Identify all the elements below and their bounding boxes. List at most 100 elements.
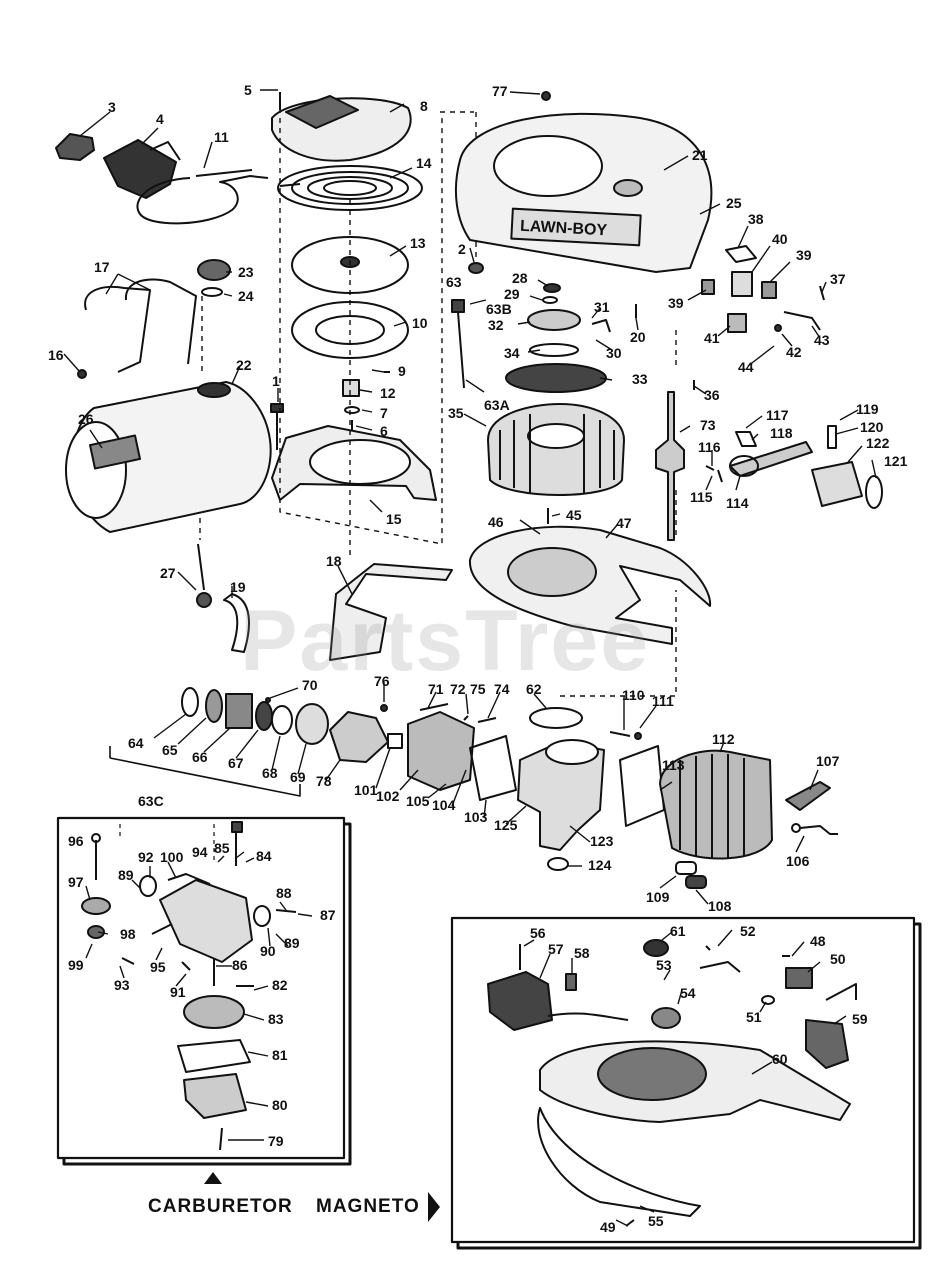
carburetor-arrow-icon <box>204 1172 222 1184</box>
callout-56: 56 <box>530 925 546 941</box>
callout-63B: 63B <box>486 301 512 317</box>
callout-55: 55 <box>648 1213 664 1229</box>
callout-74: 74 <box>494 681 510 697</box>
callout-94: 94 <box>192 844 208 860</box>
leader-lines <box>63 89 877 1227</box>
carburetor-label: CARBURETOR <box>148 1196 293 1217</box>
callout-63A: 63A <box>484 397 510 413</box>
callout-87: 87 <box>320 907 336 923</box>
callout-78: 78 <box>316 773 332 789</box>
part-43-rod <box>783 311 821 331</box>
callout-124: 124 <box>588 857 612 873</box>
callout-102: 102 <box>376 788 400 804</box>
part-17-tank-straps <box>84 278 197 373</box>
part-34-plate <box>529 343 579 357</box>
callout-79: 79 <box>268 1133 284 1149</box>
callout-76: 76 <box>374 673 390 689</box>
part-125-crankcase <box>517 739 605 851</box>
callout-39b: 39 <box>796 247 812 263</box>
callout-51: 51 <box>746 1009 762 1025</box>
callout-77: 77 <box>492 83 508 99</box>
callout-17: 17 <box>94 259 110 275</box>
part-19-fuel-line <box>223 593 250 653</box>
callout-121: 121 <box>884 453 908 469</box>
part-4-starter-handle <box>103 139 181 199</box>
part-63-clip <box>451 299 465 389</box>
part-109-108-seals <box>675 861 707 889</box>
callout-27: 27 <box>160 565 176 581</box>
part-27-fuel-valve <box>196 543 212 608</box>
bracket-63c <box>109 746 301 797</box>
callout-63: 63 <box>446 274 462 290</box>
part-2-grommet <box>468 262 484 274</box>
callout-63C: 63C <box>138 793 164 809</box>
callout-2: 2 <box>458 241 466 257</box>
part-101-gasket <box>387 733 403 749</box>
part-26-fuel-tank <box>65 381 272 533</box>
part-8-starter-cover <box>271 92 412 162</box>
callout-45: 45 <box>566 507 582 523</box>
callout-23: 23 <box>238 264 254 280</box>
part-119-120-wrist-pin <box>827 425 837 449</box>
part-65-filter <box>205 689 223 723</box>
callout-22: 22 <box>236 357 252 373</box>
callout-104: 104 <box>432 797 456 813</box>
callout-100: 100 <box>160 849 184 865</box>
callout-83: 83 <box>268 1011 284 1027</box>
callout-53: 53 <box>656 957 672 973</box>
callout-80: 80 <box>272 1097 288 1113</box>
callout-16: 16 <box>48 347 64 363</box>
callout-113: 113 <box>662 757 685 773</box>
callout-103: 103 <box>464 809 488 825</box>
part-1-bolt <box>270 403 284 450</box>
callout-46: 46 <box>488 514 504 530</box>
callout-61: 61 <box>670 923 686 939</box>
part-38-bracket <box>725 245 757 263</box>
callout-118: 118 <box>770 425 793 441</box>
part-29-washer <box>542 296 558 304</box>
part-124-seal <box>547 857 569 871</box>
callout-68: 68 <box>262 765 278 781</box>
callout-41: 41 <box>704 330 720 346</box>
part-3-clip <box>55 133 95 161</box>
callout-52: 52 <box>740 923 756 939</box>
callout-92: 92 <box>138 849 154 865</box>
callout-85: 85 <box>214 840 230 856</box>
callout-93: 93 <box>114 977 130 993</box>
watermark-text: PartsTree <box>240 593 651 689</box>
callout-39a: 39 <box>668 295 684 311</box>
callout-119: 119 <box>856 401 879 417</box>
callout-72: 72 <box>450 681 466 697</box>
callout-82: 82 <box>272 977 288 993</box>
callout-116: 116 <box>698 439 721 455</box>
magneto-parts <box>487 939 857 1227</box>
callout-13: 13 <box>410 235 426 251</box>
callout-9: 9 <box>398 363 406 379</box>
part-21-blower-housing <box>454 112 713 273</box>
part-32-starter-cup <box>527 309 581 331</box>
part-7-washer <box>344 406 360 414</box>
callout-43: 43 <box>814 332 830 348</box>
callout-49: 49 <box>600 1219 616 1235</box>
callout-4: 4 <box>156 111 164 127</box>
callout-97: 97 <box>68 874 84 890</box>
part-70-clip <box>265 697 271 703</box>
callout-66: 66 <box>192 749 208 765</box>
callout-90: 90 <box>260 943 276 959</box>
part-102-reed-block <box>407 711 475 791</box>
callout-38: 38 <box>748 211 764 227</box>
part-113-gasket <box>619 745 665 827</box>
callout-109: 109 <box>646 889 670 905</box>
callout-44: 44 <box>738 359 754 375</box>
callout-12: 12 <box>380 385 396 401</box>
part-68-gasket <box>271 705 293 735</box>
callout-29: 29 <box>504 286 520 302</box>
callout-5: 5 <box>244 82 252 98</box>
callout-32: 32 <box>488 317 504 333</box>
callout-98: 98 <box>120 926 136 942</box>
callout-59: 59 <box>852 1011 868 1027</box>
callout-40: 40 <box>772 231 788 247</box>
callout-89b: 89 <box>284 935 300 951</box>
callout-96: 96 <box>68 833 84 849</box>
